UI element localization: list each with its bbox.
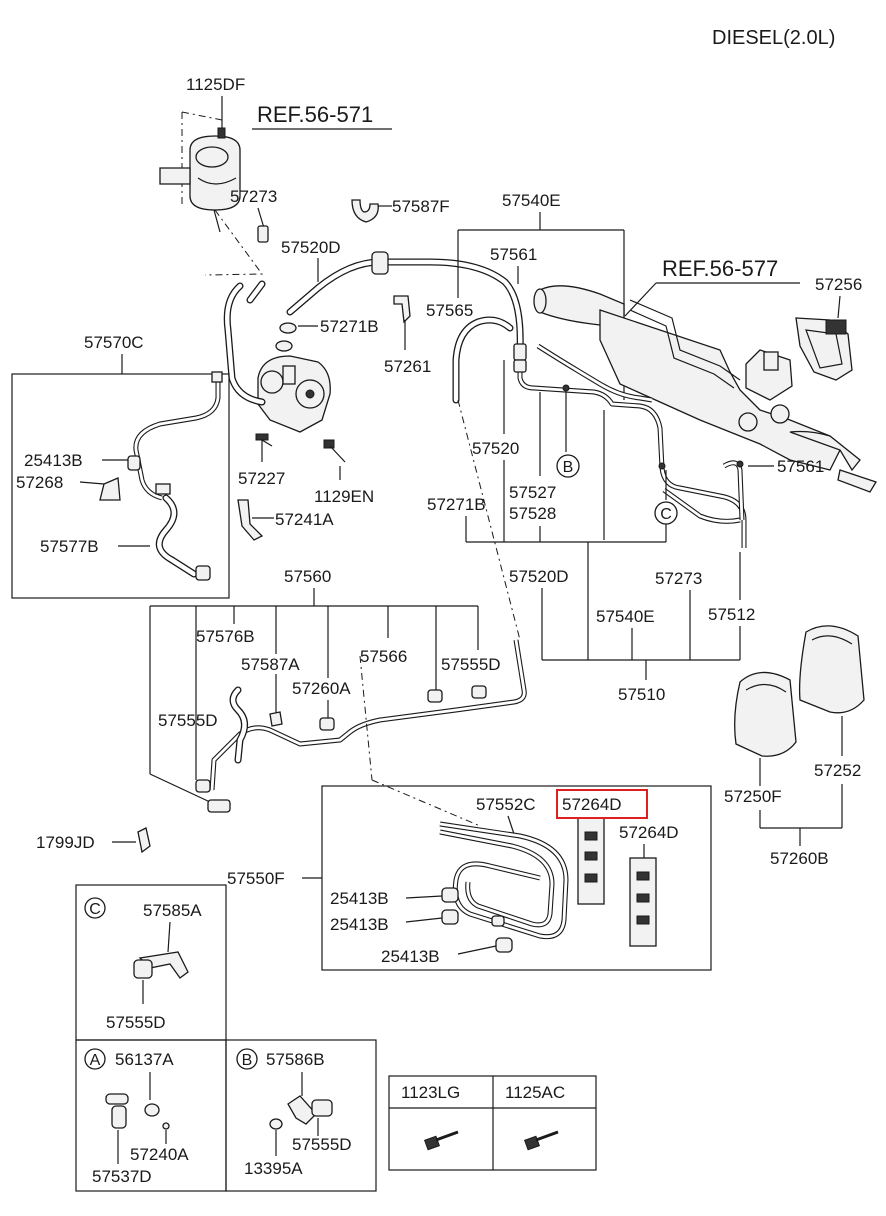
engine-label: DIESEL(2.0L): [712, 27, 835, 49]
label-57268[interactable]: 57268: [16, 473, 63, 492]
callout-b: B: [563, 459, 574, 476]
label-57510[interactable]: 57510: [618, 685, 665, 704]
label-25413B-3[interactable]: 25413B: [381, 947, 440, 966]
label-57240A[interactable]: 57240A: [130, 1145, 189, 1164]
label-57273-top[interactable]: 57273: [230, 187, 277, 206]
label-57561-right[interactable]: 57561: [777, 457, 824, 476]
callout-b-circle[interactable]: [556, 454, 580, 478]
box-57550F: 57550F 57552C 57264D 57264D 25413B 25413…: [227, 785, 712, 971]
label-57227[interactable]: 57227: [238, 469, 285, 488]
highlight-57264D[interactable]: [556, 789, 648, 819]
label-57241A[interactable]: 57241A: [275, 510, 334, 529]
clamp-57587F: 57587F: [351, 197, 450, 223]
bracket-57241A: [237, 499, 264, 541]
label-25413B-2[interactable]: 25413B: [330, 915, 389, 934]
label-57264D-highlighted[interactable]: 57264D: [562, 795, 622, 814]
fastener-header-2: 1125AC: [505, 1083, 565, 1102]
label-57561-top[interactable]: 57561: [490, 245, 537, 264]
label-25413B-left[interactable]: 25413B: [24, 451, 83, 470]
label-57555D-b[interactable]: 57555D: [158, 711, 218, 730]
detail-b-frame: [225, 1039, 377, 1192]
group-57560: 57560 57576B 57587A 57566 57555D 57260A …: [149, 567, 527, 827]
detail-b-letter: B: [242, 1052, 253, 1069]
detail-a-letter: A: [90, 1052, 101, 1069]
label-57540E-mid[interactable]: 57540E: [596, 607, 655, 626]
label-57555D-d[interactable]: 57555D: [292, 1135, 352, 1154]
label-57512[interactable]: 57512: [708, 605, 755, 624]
label-1799JD[interactable]: 1799JD: [36, 833, 95, 852]
label-57250F[interactable]: 57250F: [724, 787, 782, 806]
boot-57250F: [734, 671, 797, 757]
label-57520[interactable]: 57520: [472, 439, 519, 458]
label-57537D[interactable]: 57537D: [92, 1167, 152, 1186]
label-57586B[interactable]: 57586B: [266, 1050, 325, 1069]
group-57540E-top: 57540E 57561 57565: [426, 191, 625, 404]
strip-57264D-hl: [577, 817, 605, 905]
clip-57273: [257, 225, 269, 243]
label-57585A[interactable]: 57585A: [143, 901, 202, 920]
fastener-table: 1123LG 1125AC: [388, 1075, 597, 1171]
label-56137A[interactable]: 56137A: [115, 1050, 174, 1069]
label-57555D-c[interactable]: 57555D: [106, 1013, 166, 1032]
detail-c-box: C 57585A 57555D: [75, 884, 227, 1041]
label-57260A[interactable]: 57260A: [292, 679, 351, 698]
label-57528[interactable]: 57528: [509, 504, 556, 523]
ref-gearbox[interactable]: REF.56-577: [662, 256, 778, 281]
steering-gear: REF.56-577 57256: [533, 256, 877, 493]
pump-assembly: 57520D 57271B 57227 1129EN 57: [223, 238, 524, 541]
boot-57252: [798, 625, 865, 714]
label-1129EN[interactable]: 1129EN: [314, 487, 374, 506]
label-57540E-top[interactable]: 57540E: [502, 191, 561, 210]
pipes-57520: 57520 57527 57528 57271B B C 57561: [427, 343, 824, 641]
clip-1799JD: 1799JD: [36, 827, 151, 854]
boots: 57252 57250F 57260B: [724, 625, 865, 868]
label-57520D-top[interactable]: 57520D: [281, 238, 341, 257]
label-57260B[interactable]: 57260B: [770, 849, 829, 868]
box-57570C: 57570C 25413B 57268 57577B: [11, 333, 230, 599]
callout-c: C: [660, 506, 672, 523]
label-25413B-1[interactable]: 25413B: [330, 889, 389, 908]
label-1125DF[interactable]: 1125DF: [186, 75, 245, 94]
label-57570C[interactable]: 57570C: [84, 333, 144, 352]
label-57271B-mid[interactable]: 57271B: [427, 495, 486, 514]
label-57560[interactable]: 57560: [284, 567, 331, 586]
label-57577B[interactable]: 57577B: [40, 537, 99, 556]
hose-sleeve: [371, 251, 389, 275]
bolt-1125AC-icon: [524, 1130, 559, 1151]
label-57550F[interactable]: 57550F: [227, 869, 285, 888]
label-57527[interactable]: 57527: [509, 483, 556, 502]
label-57566[interactable]: 57566: [360, 647, 407, 666]
ref-reservoir[interactable]: REF.56-571: [257, 102, 373, 127]
reservoir-assembly: 1125DF REF.56-571 57273: [159, 75, 392, 276]
label-57252[interactable]: 57252: [814, 761, 861, 780]
label-57261[interactable]: 57261: [384, 357, 431, 376]
bracket-57261: [393, 295, 411, 324]
bracket-57268: [99, 477, 121, 501]
group-57510: 57520D 57273 57540E 57512 57510: [509, 542, 755, 704]
label-57576B[interactable]: 57576B: [196, 627, 255, 646]
label-57565[interactable]: 57565: [426, 301, 473, 320]
label-57271B-top[interactable]: 57271B: [320, 317, 379, 336]
label-57264D[interactable]: 57264D: [619, 823, 679, 842]
label-57273-mid[interactable]: 57273: [655, 569, 702, 588]
label-57520D-mid[interactable]: 57520D: [509, 567, 569, 586]
detail-c-letter: C: [89, 901, 101, 918]
bolt-1123LG-icon: [424, 1130, 459, 1151]
detail-b-box: B 57586B 57555D 13395A: [225, 1039, 377, 1192]
rack-housing: [599, 309, 841, 471]
label-57555D-a[interactable]: 57555D: [441, 655, 501, 674]
reservoir-cap: [195, 146, 229, 168]
fastener-header-1: 1123LG: [401, 1083, 460, 1102]
grommet-25413B-left: [127, 455, 141, 471]
detail-a-box: A 56137A 57240A 57537D: [75, 1039, 227, 1192]
box-57570C-frame: [11, 373, 230, 599]
label-57552C[interactable]: 57552C: [476, 795, 536, 814]
label-57256[interactable]: 57256: [815, 275, 862, 294]
label-13395A[interactable]: 13395A: [244, 1159, 303, 1178]
label-57587A[interactable]: 57587A: [241, 655, 300, 674]
label-57587F[interactable]: 57587F: [392, 197, 450, 216]
